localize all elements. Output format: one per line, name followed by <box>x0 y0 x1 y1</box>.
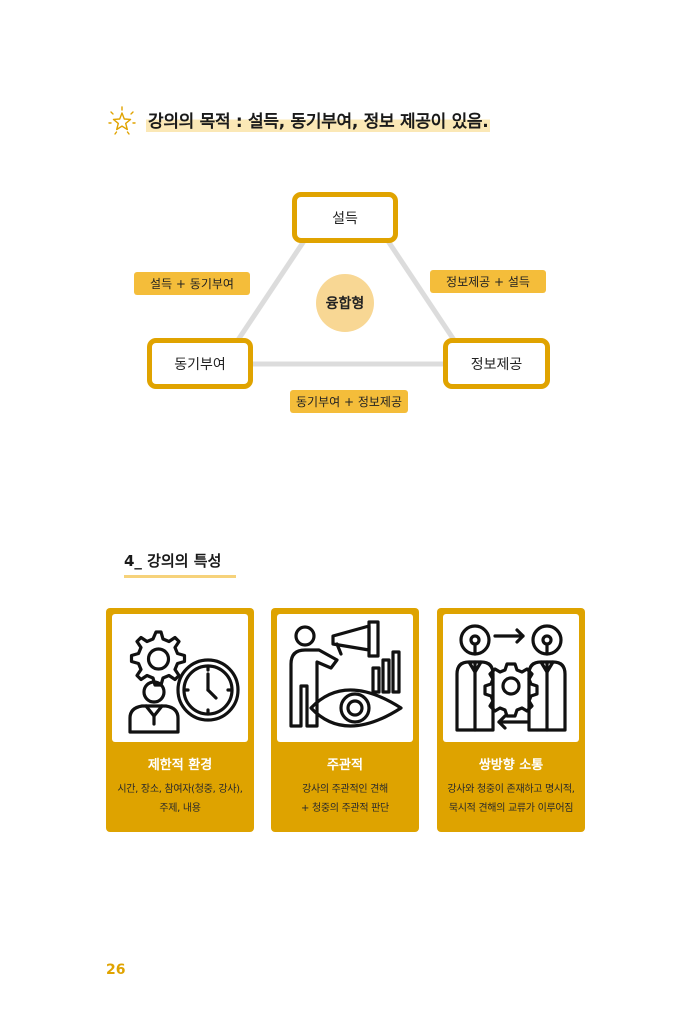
page-number: 26 <box>106 962 126 978</box>
node-information-label: 정보제공 <box>470 356 523 373</box>
card-subjective: 주관적 강사의 주관적인 견해 + 청중의 주관적 판단 <box>271 608 419 832</box>
section-title-underline <box>124 575 236 578</box>
node-persuasion-label: 설득 <box>332 210 358 227</box>
center-fusion-label: 융합형 <box>325 296 365 312</box>
card-description-line: 묵시적 견해의 교류가 이루어짐 <box>448 803 574 814</box>
edge-label-bottom: 동기부여 + 정보제공 <box>290 390 408 413</box>
card-description-line: + 청중의 주관적 판단 <box>301 803 389 814</box>
two-people-exchange-icon <box>455 624 567 732</box>
card-two-way-communication: 쌍방향 소통 강사와 청중이 존재하고 명시적, 묵시적 견해의 교류가 이루어… <box>437 608 585 832</box>
card-description: 강사의 주관적인 견해 + 청중의 주관적 판단 <box>275 780 415 818</box>
edge-label-right: 정보제공 + 설득 <box>430 270 546 293</box>
card-description: 강사와 청중이 존재하고 명시적, 묵시적 견해의 교류가 이루어짐 <box>441 780 581 818</box>
sparkle-star-icon <box>108 106 136 135</box>
edge-label-bottom-text: 동기부여 + 정보제공 <box>295 395 402 409</box>
node-persuasion: 설득 <box>292 192 398 243</box>
card-description-line: 시간, 장소, 참여자(청중, 강사), <box>117 784 243 795</box>
card-description-line: 주제, 내용 <box>159 803 201 814</box>
page-headline: 강의의 목적 : 설득, 동기부여, 정보 제공이 있음. <box>146 107 491 132</box>
node-information: 정보제공 <box>443 338 550 389</box>
card-limited-environment: 제한적 환경 시간, 장소, 참여자(청중, 강사), 주제, 내용 <box>106 608 254 832</box>
node-motivation: 동기부여 <box>147 338 253 389</box>
card-description: 시간, 장소, 참여자(청중, 강사), 주제, 내용 <box>110 780 250 818</box>
card-image <box>112 614 248 742</box>
edge-label-right-text: 정보제공 + 설득 <box>446 275 530 289</box>
card-image <box>443 614 579 742</box>
card-title: 제한적 환경 <box>147 758 213 773</box>
gear-clock-person-icon <box>128 630 240 734</box>
card-description-line: 강사와 청중이 존재하고 명시적, <box>447 784 575 795</box>
card-image <box>277 614 413 742</box>
card-title: 쌍방향 소통 <box>478 758 544 773</box>
center-fusion-circle: 융합형 <box>316 274 374 332</box>
section-title: 4_ 강의의 특성 <box>124 552 222 570</box>
edge-label-left-text: 설득 + 동기부여 <box>150 277 234 291</box>
node-motivation-label: 동기부여 <box>174 356 226 373</box>
person-telescope-eye-icon <box>289 620 403 728</box>
edge-label-left: 설득 + 동기부여 <box>134 272 250 295</box>
card-description-line: 강사의 주관적인 견해 <box>302 784 388 795</box>
card-title: 주관적 <box>327 758 363 773</box>
